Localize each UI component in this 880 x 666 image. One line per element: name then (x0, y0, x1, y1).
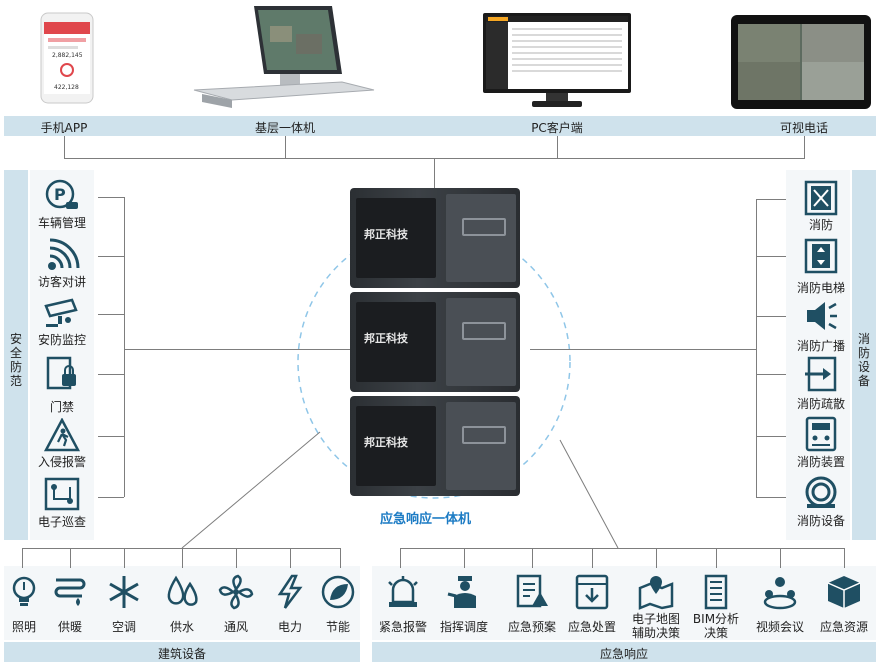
pc-device (482, 12, 632, 110)
monitor-icon (483, 13, 631, 107)
fire-elevator-icon (803, 238, 839, 274)
fan-icon (218, 574, 254, 610)
fire-hose-icon (803, 474, 839, 510)
phone-value-2: 422,128 (54, 84, 79, 91)
phone-icon (40, 12, 94, 104)
map-icon (638, 574, 674, 610)
patrol-route-icon (44, 477, 80, 513)
evacuation-exit-icon (803, 356, 839, 392)
right-title: 消防设备 (857, 332, 870, 388)
server-brand-3: 邦正科技 (364, 436, 408, 449)
heating-icon (52, 574, 88, 610)
server-handle-2 (462, 322, 506, 340)
center-label: 应急响应一体机 (380, 512, 472, 527)
kiosk-icon (193, 6, 375, 108)
bottom-left-label-water: 供水 (169, 620, 195, 634)
server-brand-2: 邦正科技 (364, 332, 408, 345)
phone-device: 2,882,145 422,128 (40, 12, 94, 104)
server-unit-2: 邦正科技 (350, 292, 520, 392)
left-connector-main (124, 349, 350, 350)
bottom-left-panel-bg (4, 566, 360, 640)
bottom-right-label-bim: BIM分析 决策 (692, 612, 740, 640)
top-label-video-phone: 可视电话 (779, 121, 829, 135)
left-label-vehicle: 车辆管理 (37, 216, 87, 230)
top-label-pc-client: PC客户端 (531, 121, 583, 135)
right-label-fire-elevator: 消防电梯 (796, 281, 846, 295)
bottom-left-label-power: 电力 (277, 620, 303, 634)
bottom-right-label-alarm: 紧急报警 (378, 620, 428, 634)
server-unit-3: 邦正科技 (350, 396, 520, 496)
left-label-access: 门禁 (49, 400, 75, 414)
phone-value-1: 2,882,145 (52, 52, 83, 59)
top-label-kiosk: 基层一体机 (254, 121, 316, 135)
siren-icon (385, 574, 421, 610)
parking-car-icon: P (44, 178, 80, 214)
disposal-icon (574, 574, 610, 610)
bottom-right-label-disposal: 应急处置 (567, 620, 617, 634)
video-conference-icon (762, 574, 798, 610)
svg-text:P: P (54, 185, 66, 204)
right-label-fire-hose: 消防设备 (796, 514, 846, 528)
fire-panel-icon (803, 416, 839, 452)
left-connector-trunk (124, 197, 125, 497)
bottom-left-label-heating: 供暖 (57, 620, 83, 634)
server-unit-1: 邦正科技 (350, 188, 520, 288)
door-lock-icon (44, 356, 80, 392)
bottom-left-label-ac: 空调 (111, 620, 137, 634)
intrusion-alarm-icon (44, 418, 80, 454)
tablet-device (730, 14, 872, 110)
top-label-bar (4, 116, 876, 136)
bottom-left-label-energy-saving: 节能 (325, 620, 351, 634)
right-label-broadcast: 消防广播 (796, 339, 846, 353)
left-title-bar (4, 170, 28, 540)
snowflake-icon (106, 574, 142, 610)
bottom-right-label-resources: 应急资源 (819, 620, 869, 634)
top-label-phone-app: 手机APP (40, 121, 88, 135)
lightbulb-icon (6, 574, 42, 610)
server-handle-3 (462, 426, 506, 444)
bottom-right-title-bar (372, 642, 876, 662)
bottom-right-title: 应急响应 (599, 647, 649, 661)
server-handle-1 (462, 218, 506, 236)
left-label-intercom: 访客对讲 (37, 275, 87, 289)
bottom-right-label-plan: 应急预案 (507, 620, 557, 634)
bottom-right-label-video-conference: 视频会议 (755, 620, 805, 634)
right-connector-main (530, 349, 756, 350)
intercom-signal-icon (44, 238, 80, 274)
tablet-icon (731, 15, 871, 109)
left-label-cctv: 安防监控 (37, 333, 87, 347)
fire-door-icon (803, 180, 839, 216)
server-stack: 邦正科技 邦正科技 邦正科技 (350, 188, 530, 500)
plan-document-icon (514, 574, 550, 610)
left-label-intrusion: 入侵报警 (37, 455, 87, 469)
resource-box-icon (826, 574, 862, 610)
bottom-left-label-lighting: 照明 (11, 620, 37, 634)
bottom-left-title-bar (4, 642, 360, 662)
broadcast-speaker-icon (803, 298, 839, 334)
bottom-right-label-map: 电子地图 辅助决策 (631, 612, 681, 640)
bottom-left-title: 建筑设备 (157, 647, 207, 661)
right-label-fire: 消防 (808, 218, 834, 232)
water-drop-icon (164, 574, 200, 610)
leaf-icon (320, 574, 356, 610)
bottom-left-label-ventilation: 通风 (223, 620, 249, 634)
bottom-right-connector (400, 548, 844, 549)
right-label-evacuation: 消防疏散 (796, 397, 846, 411)
cctv-camera-icon (44, 296, 80, 332)
lightning-icon (272, 574, 308, 610)
right-label-fire-panel: 消防装置 (796, 455, 846, 469)
left-label-patrol: 电子巡查 (37, 515, 87, 529)
commander-icon (446, 574, 482, 610)
server-brand-1: 邦正科技 (364, 228, 408, 241)
right-connector-trunk (756, 199, 757, 497)
right-title-bar (852, 170, 876, 540)
kiosk-device (192, 4, 377, 108)
bottom-left-connector (22, 548, 340, 549)
bottom-right-label-dispatch: 指挥调度 (439, 620, 489, 634)
bim-building-icon (698, 574, 734, 610)
left-title: 安全防范 (9, 332, 22, 388)
